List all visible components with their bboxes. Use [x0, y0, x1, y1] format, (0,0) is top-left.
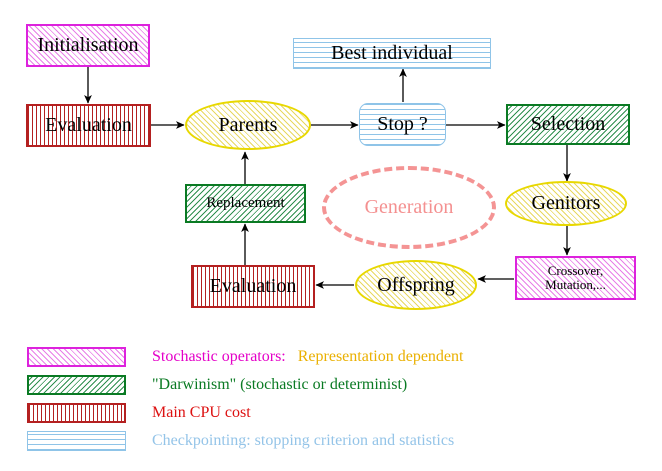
node-genitors[interactable]: Genitors [505, 181, 627, 226]
node-crossover-line1: Crossover, [547, 263, 604, 279]
node-selection[interactable]: Selection [506, 104, 630, 145]
node-stop[interactable]: Stop ? [359, 103, 446, 146]
node-best-individual[interactable]: Best individual [293, 38, 491, 69]
legend-swatch-red-vertical-hatch [27, 403, 126, 423]
node-replacement-label: Replacement [206, 194, 285, 211]
legend-row-cpu: Main CPU cost [27, 403, 251, 423]
node-offspring-label: Offspring [377, 273, 455, 296]
node-genitors-label: Genitors [531, 192, 601, 215]
node-parents-label: Parents [218, 113, 278, 136]
node-generation-label: Generation [364, 196, 454, 218]
node-best-individual-label: Best individual [331, 42, 453, 65]
legend-label-stochastic: Stochastic operators: [152, 348, 286, 365]
node-evaluation-bottom[interactable]: Evaluation [191, 265, 315, 308]
node-parents[interactable]: Parents [185, 100, 311, 150]
node-crossover-line2: Mutation,... [545, 277, 606, 292]
legend-label-representation: Representation dependent [297, 348, 464, 365]
node-offspring[interactable]: Offspring [355, 260, 477, 310]
legend-label-darwinism: "Darwinism" (stochastic or determinist) [152, 376, 408, 393]
node-evaluation-top-label: Evaluation [45, 114, 132, 137]
legend-row-darwinism: "Darwinism" (stochastic or determinist) [27, 375, 407, 395]
legend-swatch-magenta-diagonal-hatch [27, 347, 126, 367]
node-evaluation-top[interactable]: Evaluation [26, 104, 151, 147]
legend-swatch-green-diagonal-hatch [27, 375, 126, 395]
node-replacement[interactable]: Replacement [185, 184, 306, 223]
node-crossover-mutation[interactable]: Crossover, Mutation,... [515, 256, 636, 300]
node-generation-cycle: Generation [322, 166, 496, 249]
node-selection-label: Selection [530, 113, 606, 136]
node-initialisation[interactable]: Initialisation [26, 24, 150, 67]
legend-row-stochastic: Stochastic operators: Representation dep… [27, 347, 463, 367]
legend-label-cpu: Main CPU cost [152, 404, 251, 421]
legend-label-checkpointing: Checkpointing: stopping criterion and st… [152, 432, 455, 449]
node-stop-label: Stop ? [377, 113, 428, 136]
node-initialisation-label: Initialisation [37, 34, 139, 57]
legend-swatch-blue-horizontal-hatch [27, 431, 126, 451]
node-evaluation-bottom-label: Evaluation [209, 275, 297, 298]
legend-row-checkpointing: Checkpointing: stopping criterion and st… [27, 431, 454, 451]
